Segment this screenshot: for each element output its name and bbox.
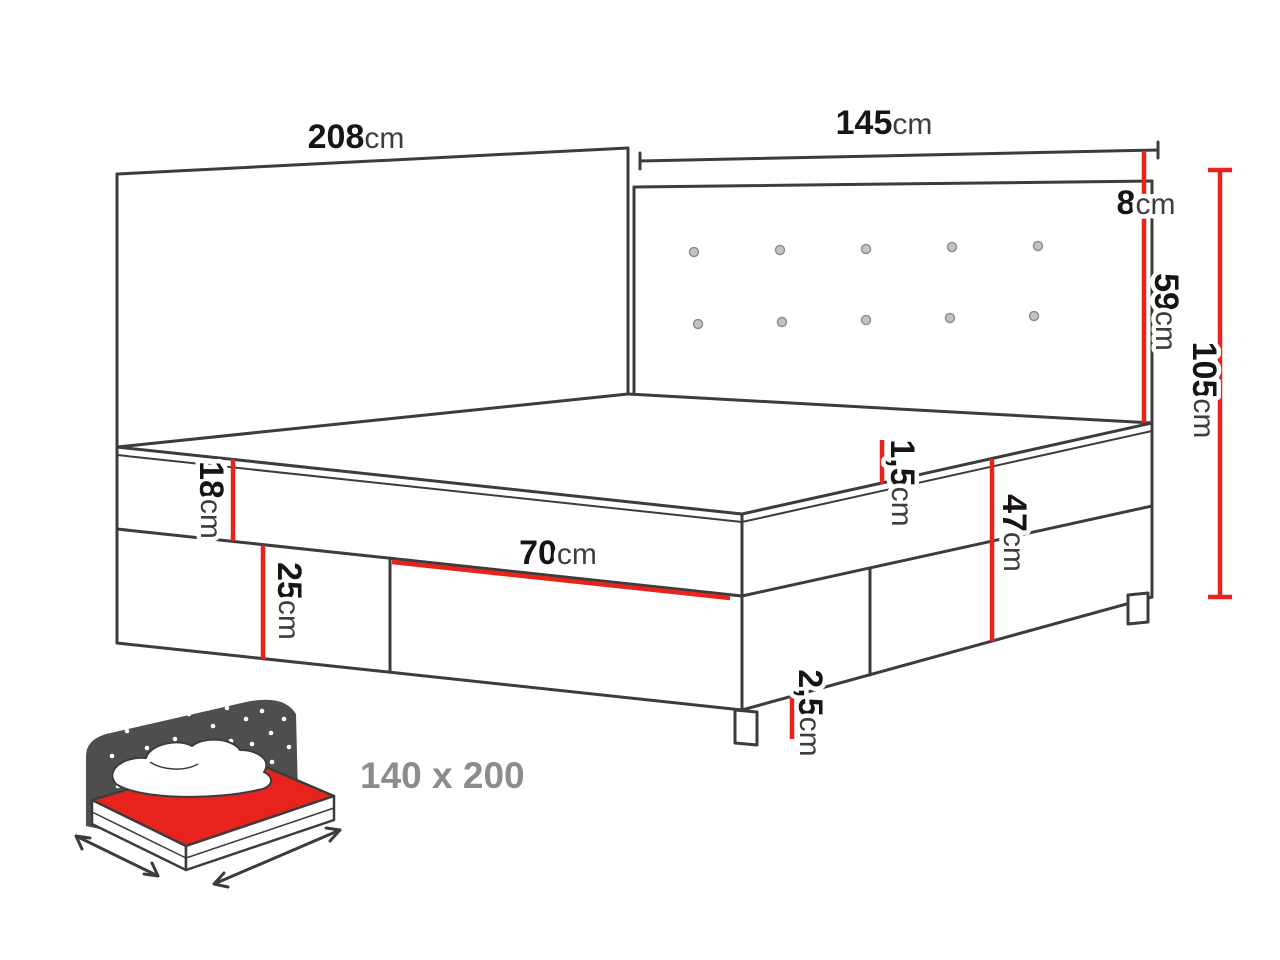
dimension-lines — [230, 152, 1232, 739]
size-label: 140 x 200 — [360, 755, 525, 796]
dim-line-70 — [391, 559, 731, 601]
headboard-button — [688, 246, 700, 258]
mattress-box-seam-right — [740, 504, 1154, 598]
width-arrow — [74, 834, 160, 878]
right-leg — [1126, 591, 1150, 626]
headboard-button — [774, 244, 786, 256]
dim-label-208: 208cm — [308, 118, 405, 156]
headboard-top-edge — [632, 179, 1154, 189]
headboard-button — [860, 314, 872, 326]
size-thumbnail: 140 x 200 — [74, 699, 525, 889]
dim-line-145 — [638, 140, 1160, 171]
headboard-button — [1032, 240, 1044, 252]
dim-label-25: 25cm — [270, 562, 308, 640]
headboard-button — [692, 318, 704, 330]
dim-label-1-5: 1,5cm — [883, 439, 921, 526]
mattress-back-edge — [626, 392, 1154, 425]
dim-label-70: 70cm — [519, 534, 597, 572]
box-bottom-right-edge — [740, 595, 1154, 712]
dim-label-105: 105cm — [1185, 342, 1223, 439]
mattress-front-top-edge — [115, 445, 744, 516]
bed-outline — [115, 140, 1160, 747]
left-panel-top-edge — [115, 146, 630, 176]
headboard-buttons — [688, 240, 1044, 330]
dim-label-8: 8cm — [1117, 184, 1176, 222]
front-leg — [733, 708, 759, 747]
topper-seam-front — [116, 454, 743, 523]
mattress-right-top-edge — [740, 421, 1154, 516]
thumbnail-duvet-fold — [149, 761, 199, 770]
dim-line-105 — [1208, 167, 1232, 600]
dim-label-2-5: 2,5cm — [791, 669, 829, 756]
thumbnail-arrows — [74, 826, 342, 889]
left-panel-bottom-edge — [115, 392, 630, 449]
dimension-labels: 208cm 145cm 8cm 59cm 105cm 18cm 25cm 70c… — [188, 104, 1228, 761]
thumbnail-duvet — [111, 738, 273, 798]
dim-label-18: 18cm — [192, 461, 230, 539]
dim-label-59: 59cm — [1147, 273, 1185, 351]
headboard-button — [944, 312, 956, 324]
dim-label-145: 145cm — [836, 104, 933, 142]
dim-label-47: 47cm — [995, 494, 1033, 572]
thumbnail-face-seams — [91, 807, 335, 859]
headboard-button — [946, 241, 958, 253]
headboard-button — [1028, 310, 1040, 322]
box-bottom-front-edge — [115, 641, 744, 712]
mattress-box-seam-front — [115, 527, 744, 598]
topper-seam-right — [741, 430, 1153, 523]
headboard-button — [776, 316, 788, 328]
length-arrow — [212, 826, 342, 889]
headboard-button — [860, 243, 872, 255]
